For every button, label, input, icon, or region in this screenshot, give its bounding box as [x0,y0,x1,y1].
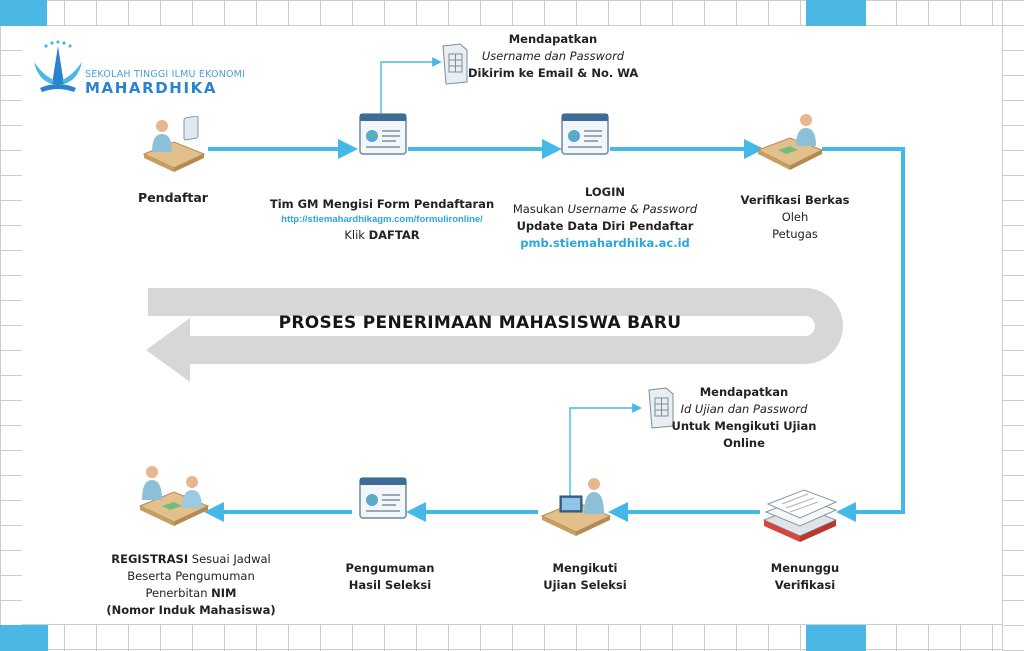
registrasi-penerbitan: Penerbitan [145,586,212,600]
note-username-line3: Dikirim ke Email & No. WA [468,66,639,80]
note-idujian: Mendapatkan Id Ujian dan Password Untuk … [666,384,822,452]
corner-block [0,0,47,26]
label-pengumuman: Pengumuman Hasil Seleksi [330,560,450,594]
officer-desk-icon [756,114,824,170]
arrow-verifikasi-menunggu [822,147,905,522]
paper-stack-icon [762,489,838,542]
klik-text: Klik [344,228,369,242]
label-login: LOGIN Masukan Username & Password Update… [500,184,710,252]
menunggu-line2: Verifikasi [774,578,836,592]
registrasi-rest: Sesuai Jadwal [188,552,271,566]
login-masukan: Masukan Username & Password [500,201,710,218]
label-pendaftar: Pendaftar [138,190,208,205]
note-idujian-line1: Mendapatkan [699,385,789,399]
grid-right [1002,0,1024,651]
ujian-line2: Ujian Seleksi [543,578,627,592]
registrasi-line3: Penerbitan NIM [96,585,286,602]
grid-left [0,0,22,651]
registrasi-bold: REGISTRASI [111,552,189,566]
login-update: Update Data Diri Pendaftar [516,219,694,233]
arrow-form-note1 [380,57,442,120]
note-idujian-line2: Id Ujian dan Password [680,402,808,416]
banner-title: PROSES PENERIMAAN MAHASISWA BARU [278,313,682,333]
arrow-ujian-note2 [569,403,642,500]
note-idujian-line3: Untuk Mengikuti Ujian [671,419,817,433]
browser-window-icon [359,113,407,155]
pengumuman-line1: Pengumuman [345,561,435,575]
logo [30,40,230,96]
note-username-line2: Username dan Password [481,49,625,63]
banner-arrow [146,288,843,382]
note-username: Mendapatkan Username dan Password Dikiri… [468,31,638,82]
masukan-text: Masukan [512,202,568,216]
logo-subtitle: SEKOLAH TINGGI ILMU EKONOMI [85,69,246,80]
logo-title: MAHARDHIKA [85,79,218,97]
menunggu-line1: Menunggu [770,561,840,575]
browser-window-icon [359,477,407,519]
registration-meeting-icon [138,466,210,526]
logo-emblem-icon [34,40,82,92]
verifikasi-title: Verifikasi Berkas [740,193,850,207]
document-icon [648,387,674,429]
registrasi-line4: (Nomor Induk Mahasiswa) [106,603,276,617]
ujian-line1: Mengikuti [552,561,618,575]
label-form-pendaftaran: Tim GM Mengisi Form Pendaftaran http://s… [250,196,514,244]
login-title: LOGIN [584,185,626,199]
registrasi-line2: Beserta Pengumuman [127,569,255,583]
label-registrasi: REGISTRASI Sesuai Jadwal Beserta Pengumu… [96,551,286,619]
note-username-line1: Mendapatkan [508,32,598,46]
form-url-link[interactable]: http://stiemahardhikagm.com/formulironli… [281,214,483,225]
verifikasi-line2: Oleh [781,210,809,224]
document-icon [442,43,468,85]
label-ujian: Mengikuti Ujian Seleksi [525,560,645,594]
person-desk-icon [142,116,206,172]
label-menunggu: Menunggu Verifikasi [745,560,865,594]
exam-computer-icon [540,478,612,536]
label-verifikasi: Verifikasi Berkas Oleh Petugas [730,192,860,243]
registrasi-nim: NIM [211,586,237,600]
daftar-text: DAFTAR [368,228,420,242]
masukan-italic: Username & Password [567,202,698,216]
form-klik-daftar: Klik DAFTAR [250,227,514,244]
corner-block [0,625,48,651]
corner-block [806,625,866,651]
form-title: Tim GM Mengisi Form Pendaftaran [269,197,495,211]
note-idujian-line4: Online [723,436,765,450]
login-url-link[interactable]: pmb.stiemahardhika.ac.id [520,236,690,250]
registrasi-line1: REGISTRASI Sesuai Jadwal [96,551,286,568]
pengumuman-line2: Hasil Seleksi [348,578,432,592]
browser-window-icon [561,113,609,155]
corner-block [806,0,866,26]
verifikasi-line3: Petugas [772,227,818,241]
